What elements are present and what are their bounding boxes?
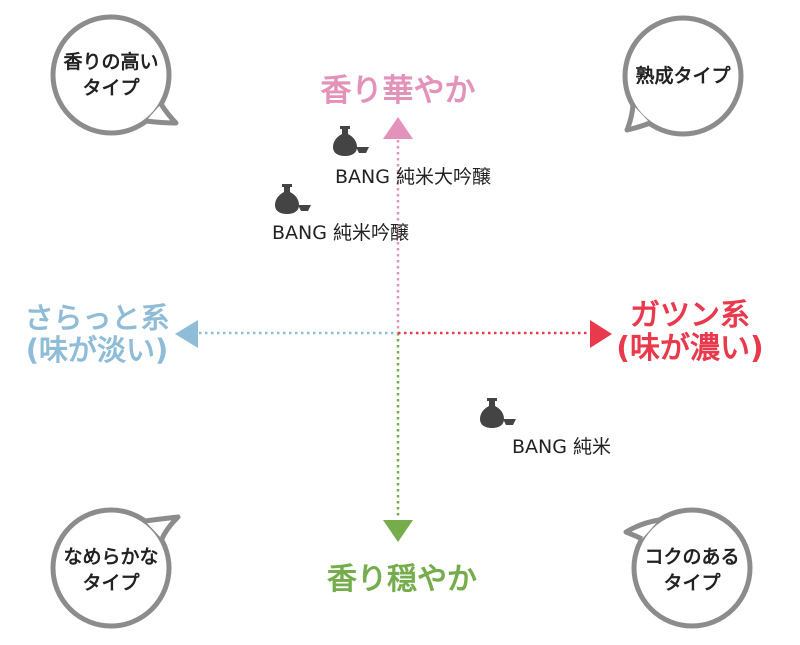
sake-bottle-icon (275, 187, 299, 214)
axis-label-right: ガツン系 (味が濃い) (600, 299, 780, 365)
arrow-right-icon (590, 320, 612, 348)
product-icon-2 (275, 184, 311, 214)
axis-label-bottom: 香り穏やか (327, 562, 477, 597)
product-icon-1 (333, 126, 369, 156)
bubble-line: コクのある (644, 546, 740, 568)
speech-bubble-circle (631, 507, 753, 629)
axis-label-line: さらっと系 (24, 301, 170, 335)
speech-bubble-circle (50, 507, 172, 629)
bubble-line: 熟成タイプ (635, 65, 731, 87)
arrow-up-icon (383, 117, 413, 139)
sake-bottle-lip (487, 398, 497, 401)
bubble-line: 香りの高い (63, 51, 159, 73)
bubble-text-bottom-left: なめらかな タイプ (53, 544, 169, 596)
product-label: BANG 純米 (512, 436, 612, 458)
speech-bubble-circle (50, 14, 172, 136)
sake-bottle-lip (340, 126, 350, 129)
sake-cup-icon (298, 205, 311, 211)
speech-bubble-top-left (50, 14, 179, 136)
speech-bubble-tail (144, 514, 181, 540)
sake-bottle-icon (480, 401, 504, 428)
product-label: BANG 純米吟醸 (272, 222, 410, 244)
speech-bubble-tail (624, 104, 651, 133)
sake-bottle-icon (333, 129, 357, 156)
bubble-line: タイプ (82, 77, 140, 99)
bubble-line: なめらかな (63, 546, 159, 568)
axis-label-top: 香り華やか (320, 73, 476, 109)
sake-cup-icon (356, 147, 369, 153)
bubble-line: タイプ (663, 572, 721, 594)
sake-bottle-lip (282, 184, 292, 187)
sake-cup-icon (503, 419, 516, 425)
axis-label-line: ガツン系 (630, 298, 750, 333)
speech-bubble-bottom-right (623, 507, 753, 629)
product-icon-3 (480, 398, 516, 428)
bubble-text-top-left: 香りの高い タイプ (53, 49, 169, 101)
arrow-down-icon (383, 520, 413, 542)
bubble-line: タイプ (82, 572, 140, 594)
speech-bubble-tail (145, 102, 179, 126)
product-label: BANG 純米大吟醸 (335, 166, 492, 188)
bubble-text-bottom-right: コクのある タイプ (634, 544, 750, 596)
speech-bubble-bottom-left (50, 507, 181, 629)
axis-label-line: (味が淡い) (25, 333, 169, 367)
speech-bubble-circle (622, 15, 744, 137)
bubble-text-top-right: 熟成タイプ (625, 63, 741, 89)
speech-bubble-top-right (622, 15, 744, 137)
axis-label-left: さらっと系 (味が淡い) (12, 302, 182, 366)
arrow-left-icon (175, 320, 198, 348)
axis-label-line: (味が濃い) (616, 331, 764, 366)
speech-bubble-tail (623, 517, 660, 542)
